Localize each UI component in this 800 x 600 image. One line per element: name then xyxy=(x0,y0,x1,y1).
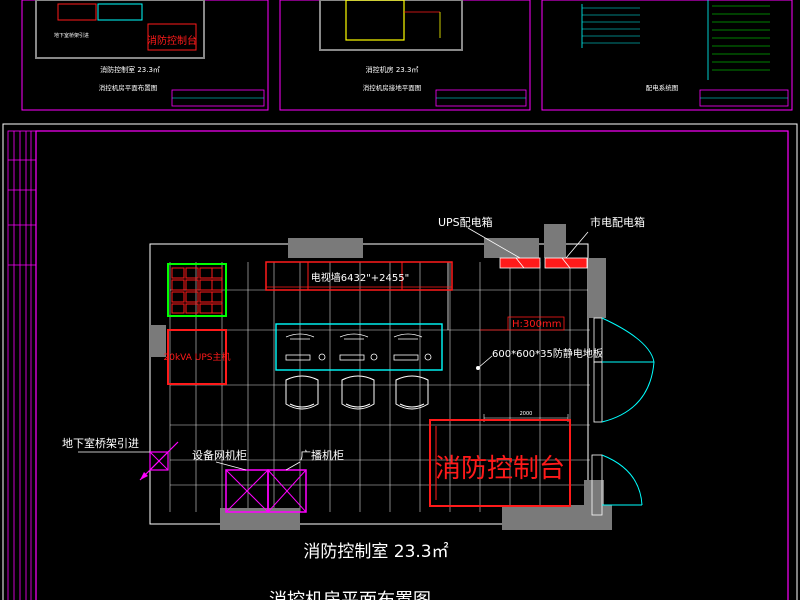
battery-cells xyxy=(171,267,223,314)
sheet-inner-border xyxy=(35,130,789,600)
height-label: H:300mm xyxy=(512,319,561,330)
wall-column-right xyxy=(588,258,606,318)
wall-column-top-right xyxy=(544,224,566,258)
mains-distribution-box[interactable]: 市电配电箱 xyxy=(544,215,645,269)
workstation-2 xyxy=(339,333,378,361)
thumbnail-room-label: 消控机房 23.3㎡ xyxy=(366,65,419,74)
thumbnail-frame xyxy=(279,0,531,111)
room-walls xyxy=(149,224,612,530)
room-outline xyxy=(149,243,589,525)
sheet-outer-border xyxy=(2,123,798,600)
tray-arrow xyxy=(139,441,179,481)
door-swing-arc xyxy=(601,361,655,423)
sheet-left-strip xyxy=(7,130,37,600)
workstation-3 xyxy=(393,333,432,361)
door-swing-arc xyxy=(601,454,643,506)
thumbnail-desk-block xyxy=(97,3,143,21)
thumbnail-feeder-lines xyxy=(582,7,640,44)
chair-2[interactable] xyxy=(341,375,375,410)
room-title: 消防控制室 23.3㎡ xyxy=(303,542,448,562)
chair-3[interactable] xyxy=(395,375,429,410)
floor-label: 600*600*35防静电地板 xyxy=(492,347,603,360)
battery-rack[interactable] xyxy=(167,263,227,317)
ups-host[interactable]: 20kVA UPS主机 xyxy=(164,329,231,385)
thumbnail-room-label: 消防控制室 23.3㎡ xyxy=(100,65,160,74)
thumbnail-caption: 配电系统图 xyxy=(646,83,679,92)
thumbnail-cabinet-label: 地下室桥架引进 xyxy=(54,32,89,39)
leader-line xyxy=(285,461,301,471)
network-cabinet[interactable]: 设备网机柜 xyxy=(192,448,269,513)
dimension-value: 2000 xyxy=(520,411,533,417)
main-sheet-frame xyxy=(2,123,798,600)
fire-console-label: 消防控制台 xyxy=(435,454,565,484)
ups-distribution-box[interactable]: UPS配电箱 xyxy=(438,215,541,269)
door-double-right[interactable] xyxy=(593,317,655,423)
workstation-1 xyxy=(285,333,326,361)
thumbnail-console-block xyxy=(57,3,97,21)
thumbnail-stamp-text: 消防控制台 xyxy=(147,34,197,47)
door-double-bottom-right[interactable] xyxy=(591,454,643,516)
arrow-head-icon xyxy=(140,472,148,480)
thumbnail-frame xyxy=(21,0,269,111)
floor-annotation: 600*600*35防静电地板 xyxy=(476,347,603,370)
leader-line xyxy=(467,227,521,259)
network-cabinet-label: 设备网机柜 xyxy=(192,448,247,462)
mains-box-label: 市电配电箱 xyxy=(590,215,645,229)
cable-tray-entry[interactable]: 地下室桥架引进 xyxy=(62,436,179,481)
wall-column-left xyxy=(150,325,166,357)
ups-box-label: UPS配电箱 xyxy=(438,215,493,229)
thumbnail-grounding-plan[interactable]: 消控机房 23.3㎡ 消控机房接地平面图 xyxy=(279,0,531,111)
thumbnail-layout-plan[interactable]: 消防控制台 地下室桥架引进 消防控制室 23.3㎡ 消控机房平面布置图 xyxy=(21,0,269,111)
chair-1[interactable] xyxy=(285,375,319,410)
broadcast-cabinet[interactable]: 广播机柜 xyxy=(267,448,344,513)
broadcast-cabinet-label: 广播机柜 xyxy=(300,448,344,462)
console-desk[interactable] xyxy=(275,323,443,371)
wall-column-bottom-left xyxy=(220,508,300,530)
leader-line xyxy=(215,461,247,471)
sheet-bottom-title: 消控机房平面布置图 xyxy=(269,590,431,600)
thumbnail-distribution-diagram[interactable]: 配电系统图 xyxy=(541,0,793,111)
thumbnail-circuit-list xyxy=(712,5,770,71)
thumbnail-caption: 消控机房平面布置图 xyxy=(99,83,158,92)
leader-line xyxy=(565,231,589,259)
wall-column-top-left xyxy=(288,238,363,258)
wall-column-top-mid xyxy=(484,238,539,258)
ups-host-label: 20kVA UPS主机 xyxy=(164,351,231,363)
tv-wall[interactable]: 电视墙6432"+2455" xyxy=(265,261,453,291)
thumbnail-grounding-loop xyxy=(345,0,405,41)
thumbnail-stamp-box xyxy=(147,23,197,51)
tv-wall-label: 电视墙6432"+2455" xyxy=(311,271,409,284)
thumbnail-room-walls xyxy=(319,0,463,51)
fire-control-console[interactable]: 消防控制台 xyxy=(429,419,571,507)
thumbnail-frame xyxy=(541,0,793,111)
thumbnail-room-walls xyxy=(35,0,205,59)
tray-entry-label: 地下室桥架引进 xyxy=(62,436,139,450)
door-swing-arc xyxy=(601,317,655,363)
wall-column-bottom-right-pier xyxy=(584,480,604,520)
height-annotation: H:300mm xyxy=(480,316,565,331)
thumbnail-caption: 消控机房接地平面图 xyxy=(363,83,422,92)
